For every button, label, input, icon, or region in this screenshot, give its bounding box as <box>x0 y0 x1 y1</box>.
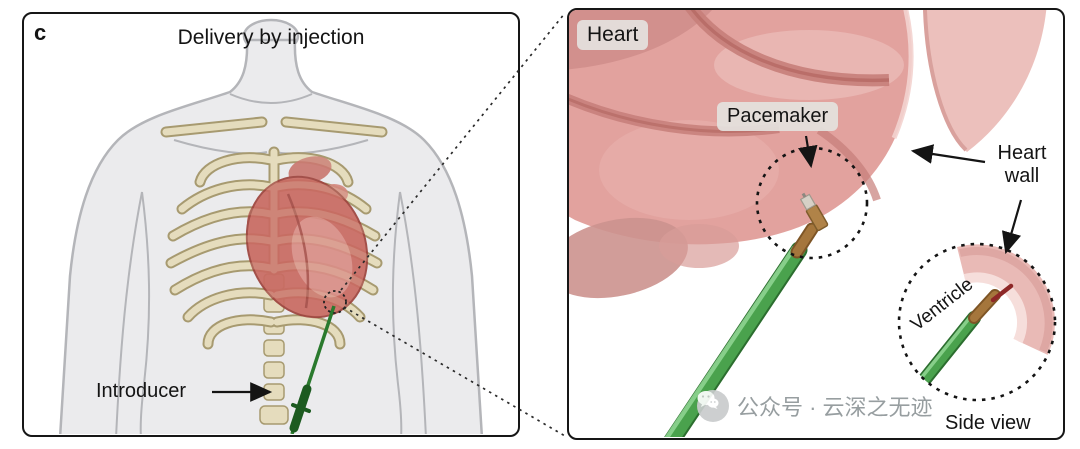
side-view-label: Side view <box>945 412 1031 434</box>
delivery-tube <box>664 222 819 437</box>
torso-illustration <box>58 18 484 434</box>
heart-wall-label: Heart wall <box>997 142 1047 187</box>
heart-main-mass <box>569 10 914 299</box>
watermark: 公众号 · 云深之无迹 <box>697 390 933 422</box>
heart-wall-arrow-inset <box>1001 199 1023 255</box>
heart-zoom-illustration <box>569 10 1057 437</box>
panel-letter: c <box>34 20 47 45</box>
pacemaker-arrow <box>797 135 818 169</box>
heart-label: Heart <box>577 20 649 51</box>
zoom-region-circle <box>323 290 347 314</box>
introducer-label: Introducer <box>96 380 187 402</box>
pacemaker-label: Pacemaker <box>717 102 839 131</box>
ventricle-inset <box>897 242 1057 402</box>
introducer-needle <box>289 305 336 434</box>
panel-title: Delivery by injection <box>177 26 365 49</box>
right-panel-heart-zoom: Heart Pacemaker Heart wall Ventricle Sid… <box>567 8 1065 440</box>
heart-right-lobe <box>923 10 1047 152</box>
watermark-text: 公众号 · 云深之无迹 <box>737 395 933 420</box>
left-panel-delivery: c Delivery by injection Introducer <box>22 12 520 437</box>
wechat-icon <box>697 390 729 422</box>
heart-wall-arrow-main <box>910 144 986 164</box>
pacemaker-device <box>799 192 829 232</box>
